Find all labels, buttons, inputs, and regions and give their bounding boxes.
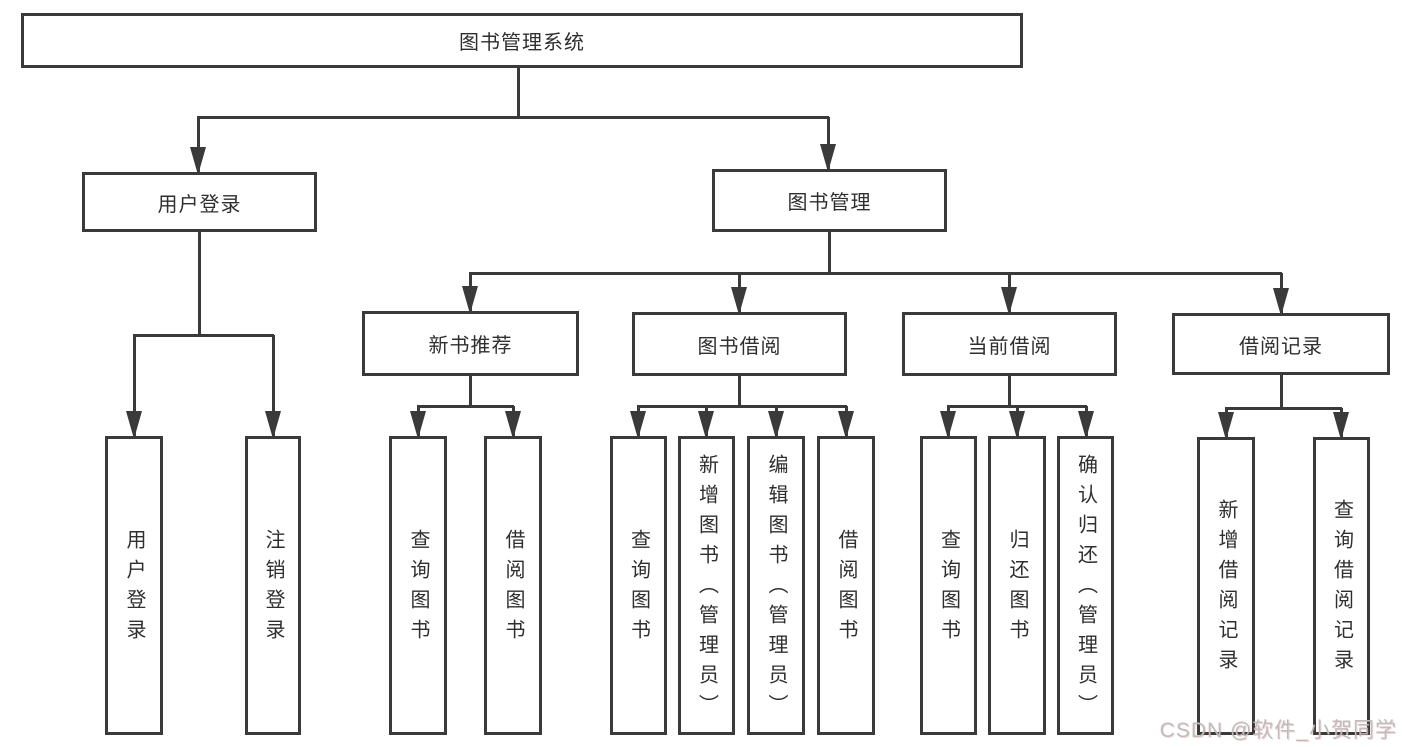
arrow-down-icon <box>1078 411 1094 439</box>
node-user-login: 用户登录 <box>82 172 317 232</box>
connector-line <box>133 334 274 337</box>
connector-line <box>133 335 136 436</box>
arrow-down-icon <box>265 411 281 439</box>
connector-line <box>1008 376 1011 406</box>
node-new-book-recommend: 新书推荐 <box>362 311 579 376</box>
node-book-management-label: 图书管理 <box>787 192 872 214</box>
node-root: 图书管理系统 <box>21 13 1023 68</box>
leaf-borrow-book-recommend-label: 借阅图书 <box>502 528 524 649</box>
leaf-edit-book: 编辑图书（管理员） <box>747 436 805 735</box>
node-borrow-records-label: 借阅记录 <box>1239 335 1323 358</box>
node-book-management: 图书管理 <box>712 169 947 232</box>
connector-line <box>1225 407 1342 410</box>
connector-line <box>272 335 275 436</box>
arrow-down-icon <box>820 144 836 172</box>
connector-line <box>828 232 831 273</box>
leaf-query-book-current-label: 查询图书 <box>937 528 960 649</box>
node-current-borrow: 当前借阅 <box>902 312 1117 376</box>
arrow-down-icon <box>940 411 956 439</box>
leaf-add-borrow-record-label: 新增借阅记录 <box>1215 499 1237 679</box>
arrow-down-icon <box>505 411 521 439</box>
leaf-edit-book-label: 编辑图书（管理员） <box>765 453 787 724</box>
leaf-logout: 注销登录 <box>245 436 301 735</box>
connector-line <box>417 405 514 408</box>
arrow-down-icon <box>126 411 142 439</box>
node-book-borrow-label: 图书借阅 <box>697 335 782 358</box>
arrow-down-icon <box>190 147 206 175</box>
leaf-query-book-recommend-label: 查询图书 <box>407 528 429 649</box>
leaf-add-book-label: 新增图书（管理员） <box>695 453 718 724</box>
arrow-down-icon <box>731 287 747 315</box>
leaf-borrow-book-borrow: 借阅图书 <box>817 436 875 735</box>
leaf-query-borrow-record: 查询借阅记录 <box>1313 437 1370 735</box>
arrow-down-icon <box>1218 412 1234 440</box>
arrow-down-icon <box>1333 412 1349 440</box>
node-book-borrow: 图书借阅 <box>632 312 847 376</box>
connector-line <box>469 376 472 406</box>
arrow-down-icon <box>1273 288 1289 316</box>
leaf-query-book-recommend: 查询图书 <box>389 436 447 735</box>
connector-line <box>197 116 829 119</box>
leaf-add-book: 新增图书（管理员） <box>678 436 735 735</box>
leaf-user-login-label: 用户登录 <box>123 528 145 649</box>
leaf-add-borrow-record: 新增借阅记录 <box>1197 437 1255 735</box>
arrow-down-icon <box>1001 287 1017 315</box>
leaf-return-book-label: 归还图书 <box>1006 528 1028 649</box>
leaf-query-borrow-record-label: 查询借阅记录 <box>1330 499 1353 679</box>
leaf-confirm-return-label: 确认归还（管理员） <box>1074 453 1097 724</box>
node-root-label: 图书管理系统 <box>459 32 585 54</box>
arrow-down-icon <box>698 411 714 439</box>
leaf-query-book-current: 查询图书 <box>920 436 977 735</box>
leaf-borrow-book-recommend: 借阅图书 <box>484 436 542 735</box>
arrow-down-icon <box>768 411 784 439</box>
connector-line <box>469 272 1282 275</box>
leaf-return-book: 归还图书 <box>988 436 1046 735</box>
node-new-book-recommend-label: 新书推荐 <box>428 335 513 357</box>
arrow-down-icon <box>1009 411 1025 439</box>
connector-line <box>197 117 200 172</box>
connector-line <box>827 117 830 169</box>
arrow-down-icon <box>462 286 478 314</box>
arrow-down-icon <box>630 411 646 439</box>
arrow-down-icon <box>838 411 854 439</box>
leaf-query-book-borrow-label: 查询图书 <box>627 528 650 649</box>
connector-line <box>637 405 847 408</box>
connector-line <box>198 232 201 335</box>
leaf-confirm-return: 确认归还（管理员） <box>1057 436 1114 735</box>
connector-line <box>1280 375 1283 408</box>
arrow-down-icon <box>410 411 426 439</box>
node-user-login-label: 用户登录 <box>157 193 242 216</box>
leaf-logout-label: 注销登录 <box>262 528 284 649</box>
node-current-borrow-label: 当前借阅 <box>967 335 1052 358</box>
node-borrow-records: 借阅记录 <box>1172 313 1390 375</box>
leaf-user-login: 用户登录 <box>105 436 163 735</box>
watermark: CSDN @软件_小贺同学 <box>1159 719 1397 742</box>
leaf-borrow-book-borrow-label: 借阅图书 <box>835 528 857 649</box>
connector-line <box>738 376 741 406</box>
connector-line <box>517 68 520 117</box>
leaf-query-book-borrow: 查询图书 <box>610 436 667 735</box>
